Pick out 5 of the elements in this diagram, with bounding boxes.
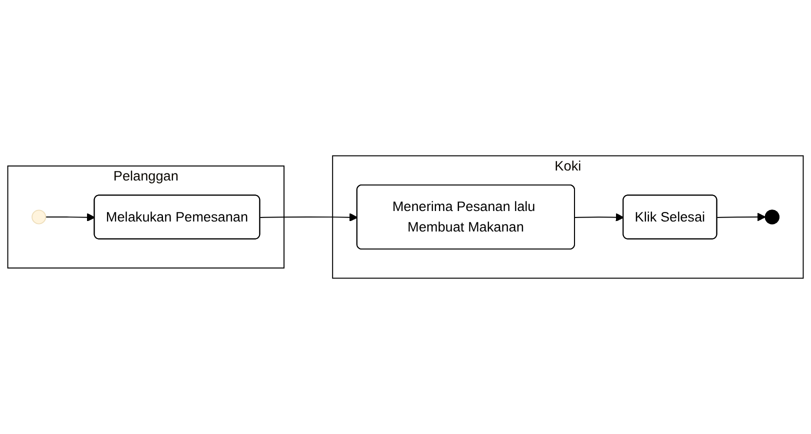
arrow — [716, 212, 766, 222]
arrow — [45, 213, 96, 222]
arrow — [260, 213, 358, 222]
node-circle — [32, 210, 46, 224]
arrow — [574, 213, 624, 222]
